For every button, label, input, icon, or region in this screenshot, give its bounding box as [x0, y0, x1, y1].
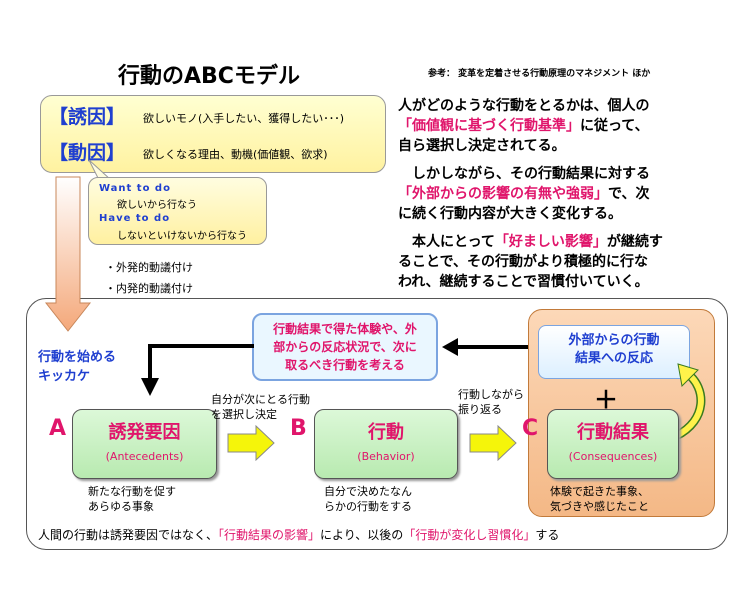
arrow-b-to-c [469, 425, 517, 461]
p3-line1-a: 本人にとって [398, 234, 495, 250]
p1-line2: 「価値観に基づく行動基準」に従って、 [398, 116, 663, 136]
footer-s2: により、以後の [320, 528, 404, 542]
antecedents-title: 誘発要因 [108, 422, 181, 443]
page-title: 行動のABCモデル [118, 64, 300, 89]
external-line2: 結果への反応 [574, 351, 653, 366]
p2-line1: しかしながら、その行動結果に対する [398, 166, 650, 182]
yuin-label: 【誘因】 [49, 106, 126, 128]
internal-motivation: ・内発的動議付け [105, 282, 193, 295]
arrow-a-to-b [227, 425, 275, 461]
reflect-line2: 振り返る [458, 403, 502, 416]
reflect-line1: 行動しながら [458, 388, 524, 401]
letter-a: A [49, 416, 67, 441]
douin-desc: 欲しくなる理由、動機(価値観、欲求) [143, 148, 328, 161]
p1-line2-rest: に従って、 [580, 118, 649, 134]
footer-sentence: 人間の行動は誘発要因ではなく、「行動結果の影響」により、以後の「行動が変化し習慣… [38, 526, 559, 543]
reflect-label: 行動しながら 振り返る [458, 387, 524, 417]
p2-line2: 「外部からの影響の有無や強弱」で、次 [398, 184, 663, 204]
p3-line2: ることで、その行動がより積極的に行な [398, 254, 649, 270]
consequences-box: 行動結果 (Consequences) [547, 409, 679, 479]
choice-line1: 自分が次にとる行動 [211, 393, 310, 406]
footer-s1: 人間の行動は誘発要因ではなく、 [38, 528, 219, 542]
letter-c: C [522, 416, 539, 441]
trigger-line1: 行動を始める [38, 350, 117, 365]
p3-line3: われ、継続することで習慣付いていく。 [398, 274, 649, 290]
antecedents-desc: 新たな行動を促す あらゆる事象 [88, 484, 176, 514]
trigger-line2: キッカケ [38, 369, 91, 384]
want-jp: 欲しいから行なう [117, 200, 197, 211]
behavior-desc: 自分で決めたなん らかの行動をする [324, 484, 412, 514]
external-motivation: ・外発的動議付け [105, 261, 193, 274]
p1-highlight: 「価値観に基づく行動基準」 [398, 118, 580, 134]
behavior-desc-2: らかの行動をする [324, 500, 412, 513]
trigger-arrow [141, 344, 254, 396]
p1-line1: 人がどのような行動をとるかは、個人の [398, 98, 650, 114]
footer-hl1: 「行動結果の影響」 [218, 528, 321, 542]
want-have-bubble: Want to do 欲しいから行なう Have to do しないといけないか… [88, 177, 267, 245]
have-en: Have to do [99, 213, 171, 224]
p2-line3: に続く行動内容が大きく変化する。 [398, 206, 622, 222]
consequences-sub: (Consequences) [568, 450, 658, 463]
factors-box: 【誘因】 欲しいモノ(入手したい、獲得したい･･･) 【動因】 欲しくなる理由、… [40, 95, 386, 173]
footer-hl2: 「行動が変化し習慣化」 [403, 528, 536, 542]
footer-s3: する [535, 528, 560, 542]
reference-note: 参考： 変革を定着させる行動原理のマネジメント ほか [428, 69, 651, 79]
antecedents-sub: (Antecedents) [105, 450, 184, 463]
antecedents-desc-2: あらゆる事象 [88, 500, 154, 513]
letter-b: B [290, 416, 307, 441]
external-reaction-box: 外部からの行動 結果への反応 [538, 325, 690, 379]
consequences-title: 行動結果 [577, 422, 649, 443]
feedback-line2: 部からの反応状況で、次に [273, 340, 417, 354]
antecedents-desc-1: 新たな行動を促す [88, 485, 176, 498]
external-line1: 外部からの行動 [568, 333, 660, 348]
consequences-desc-1: 体験で起きた事象、 [550, 485, 649, 498]
p1-line3: 自ら選択し決定されてる。 [398, 138, 566, 154]
feedback-box: 行動結果で得た体験や、外 部からの反応状況で、次に 取るべき行動を考える [252, 313, 438, 381]
curved-arrow [673, 363, 706, 441]
p2-highlight: 「外部からの影響の有無や強弱」 [398, 186, 608, 202]
behavior-desc-1: 自分で決めたなん [324, 485, 412, 498]
consequences-desc-2: 気づきや感じたこと [550, 500, 649, 513]
explanation-text: 人がどのような行動をとるかは、個人の 「価値観に基づく行動基準」に従って、 自ら… [398, 96, 663, 292]
down-arrow [44, 176, 92, 332]
douin-label: 【動因】 [49, 142, 126, 164]
p3-line1: 本人にとって「好ましい影響」が継続す [398, 232, 663, 252]
p3-highlight: 「好ましい影響」 [494, 234, 607, 250]
want-en: Want to do [99, 183, 171, 194]
choice-line2: を選択し決定 [211, 408, 277, 421]
trigger-label: 行動を始める キッカケ [38, 348, 116, 386]
behavior-sub: (Behavior) [357, 450, 415, 463]
behavior-box: 行動 (Behavior) [314, 409, 458, 479]
antecedents-box: 誘発要因 (Antecedents) [72, 409, 217, 479]
behavior-title: 行動 [368, 422, 404, 443]
consequences-desc: 体験で起きた事象、 気づきや感じたこと [550, 484, 649, 514]
p2-line2-rest: で、次 [608, 186, 650, 202]
feedback-line1: 行動結果で得た体験や、外 [273, 322, 417, 336]
feedback-arrow [442, 338, 528, 356]
p3-line1-b: が継続す [606, 234, 663, 250]
yuin-desc: 欲しいモノ(入手したい、獲得したい･･･) [143, 112, 345, 125]
feedback-line3: 取るべき行動を考える [285, 358, 405, 372]
have-jp: しないといけないから行なう [117, 231, 247, 242]
choice-label: 自分が次にとる行動 を選択し決定 [211, 392, 310, 422]
